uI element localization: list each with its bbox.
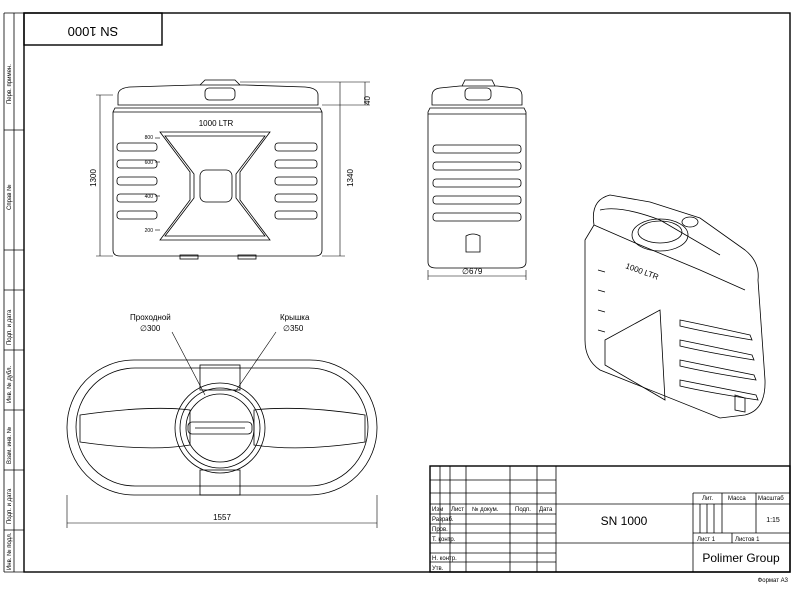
side-label-perv: Перв. примен.: [7, 64, 13, 104]
level-mark-800: 800: [145, 135, 154, 141]
top-view: Проходной ∅300 Крышка ∅350 1557: [66, 313, 378, 528]
manhole-label: Проходной: [130, 313, 171, 322]
sheets-label: Листов 1: [735, 537, 760, 543]
scale-header: Масштаб: [758, 496, 784, 502]
row-label-nkontr: Н. контр.: [432, 556, 457, 562]
front-volume-label: 1000 LTR: [199, 119, 234, 128]
designation: SN 1000: [601, 514, 648, 528]
col-header-podp: Подп.: [515, 507, 531, 513]
dim-length-1557: 1557: [213, 513, 231, 522]
sheet-label: Лист 1: [697, 537, 716, 543]
level-mark-400: 400: [145, 194, 154, 200]
manhole-dim: ∅300: [140, 324, 161, 333]
front-view: 1000 LTR 800 600 400 200 1300: [89, 79, 372, 260]
side-strip: Перв. примен. Справ № Подп. и дата Инв. …: [3, 12, 24, 573]
dim-total-height-1340: 1340: [346, 169, 355, 187]
row-label-prov: Пров.: [432, 527, 448, 533]
dim-top-40: 40: [363, 96, 372, 105]
company-name: Polimer Group: [702, 551, 780, 565]
sheet-border: [23, 12, 791, 573]
lid-label: Крышка: [280, 313, 310, 322]
level-mark-200: 200: [145, 228, 154, 234]
side-label-podp-2: Подп. и дата: [7, 488, 13, 524]
col-header-doc: № докум.: [472, 506, 499, 513]
dim-width-679: ∅679: [462, 267, 483, 276]
row-label-tkontr: Т. контр.: [432, 537, 456, 543]
title-block: Изм Лист № докум. Подп. Дата Разраб. Про…: [429, 465, 791, 573]
side-label-inv-dubl: Инв. № дубл.: [6, 366, 13, 403]
mirrored-stamp: SN 1000: [23, 12, 163, 46]
col-header-izm: Изм: [432, 507, 443, 513]
mass-header: Масса: [728, 496, 746, 502]
side-label-sprav: Справ №: [6, 184, 13, 210]
level-mark-600: 600: [145, 160, 154, 166]
row-label-utv: Утв.: [432, 566, 444, 572]
stamp-text: SN 1000: [68, 24, 119, 39]
dim-height-1300: 1300: [89, 169, 98, 187]
lit-header: Лит.: [702, 496, 713, 502]
side-label-vzam: Взам. инв. №: [6, 427, 13, 464]
side-label-podp-1: Подп. и дата: [7, 309, 13, 345]
scale-value: 1:15: [766, 517, 780, 524]
col-header-list: Лист: [451, 507, 464, 513]
row-label-razrab: Разраб.: [432, 517, 454, 523]
format-label: Формат А3: [758, 578, 789, 584]
side-view: ∅679: [427, 79, 527, 280]
lid-dim: ∅350: [283, 324, 304, 333]
side-label-inv-podl: Инв. № подл.: [6, 532, 13, 570]
col-header-data: Дата: [539, 507, 553, 513]
